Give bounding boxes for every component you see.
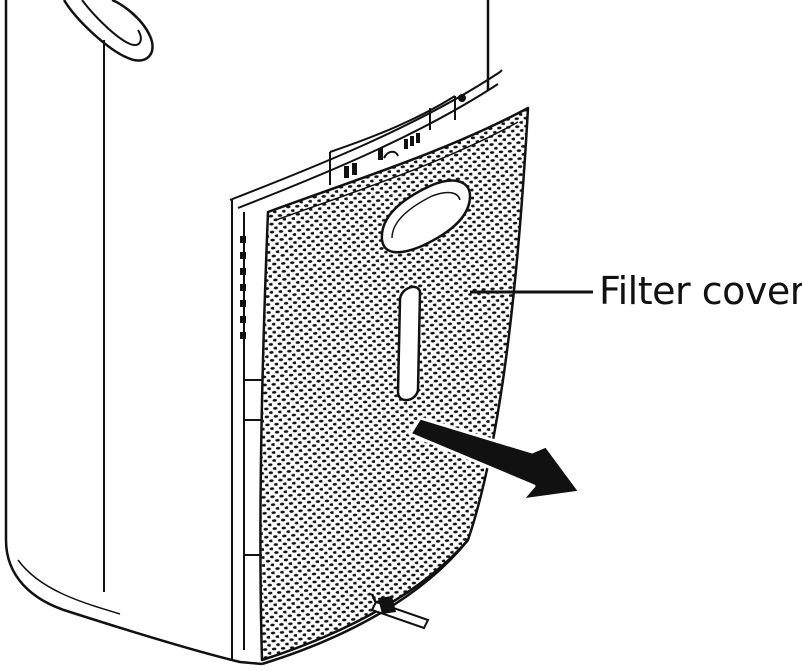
purifier-interior: [229, 69, 503, 660]
filter-cover: [259, 106, 530, 662]
cover-handle-slot: [380, 179, 472, 254]
pull-direction-arrow-icon: [408, 416, 582, 502]
side-clips: [240, 236, 246, 339]
purifier-body: [4, 0, 490, 666]
vent-slots: [344, 133, 420, 178]
power-cord: [370, 596, 430, 630]
filter-cover-label: Filter cover: [599, 269, 802, 313]
cover-vertical-slot: [396, 285, 422, 402]
